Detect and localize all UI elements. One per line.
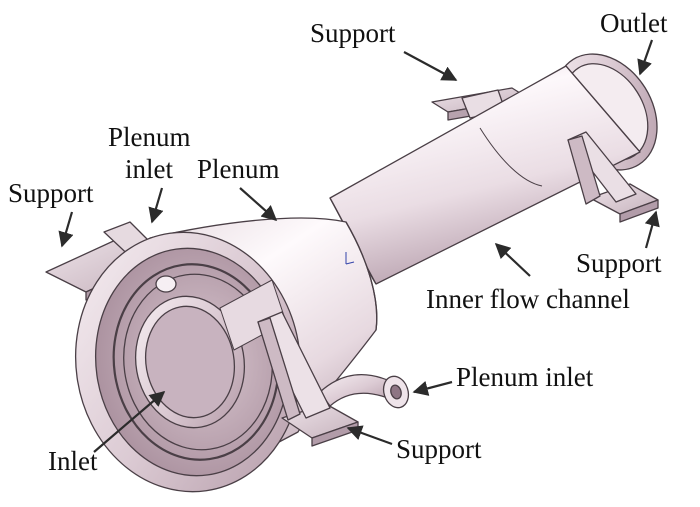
label-plenum-inlet-top-line1: Plenum — [108, 122, 191, 152]
arrow-support-left — [58, 211, 74, 248]
label-plenum: Plenum — [197, 154, 280, 184]
arrow-plenum-inlet-top — [148, 187, 164, 224]
arrow-inner-flow-channel — [494, 242, 531, 277]
arrow-plenum-inlet-right — [412, 380, 453, 396]
label-support-top: Support — [310, 18, 396, 48]
arrow-inlet — [93, 390, 166, 453]
arrow-support-right — [644, 210, 660, 249]
arrow-support-bottom — [346, 425, 393, 446]
label-plenum-inlet-right: Plenum inlet — [456, 362, 594, 392]
arrow-plenum — [239, 187, 278, 222]
support-bottom-part — [257, 311, 359, 447]
label-plenum-inlet-top-line2: inlet — [125, 154, 173, 184]
arrow-outlet — [637, 39, 654, 76]
arrow-support-top — [403, 51, 458, 81]
label-inner-flow-channel: Inner flow channel — [426, 284, 630, 314]
label-inlet: Inlet — [48, 446, 98, 476]
label-support-bottom: Support — [396, 434, 482, 464]
label-support-right: Support — [576, 248, 662, 278]
support-right-part — [567, 131, 659, 223]
assembly-drawing — [45, 53, 659, 493]
label-support-left: Support — [8, 178, 94, 208]
inlet-flange — [74, 231, 302, 493]
plenum-inlet-pipe — [319, 373, 410, 409]
leader-arrows — [58, 39, 660, 453]
coordinate-triad-mark — [345, 252, 355, 265]
label-outlet: Outlet — [600, 8, 668, 38]
labels: Support Outlet Plenum inlet Plenum Suppo… — [8, 8, 668, 476]
